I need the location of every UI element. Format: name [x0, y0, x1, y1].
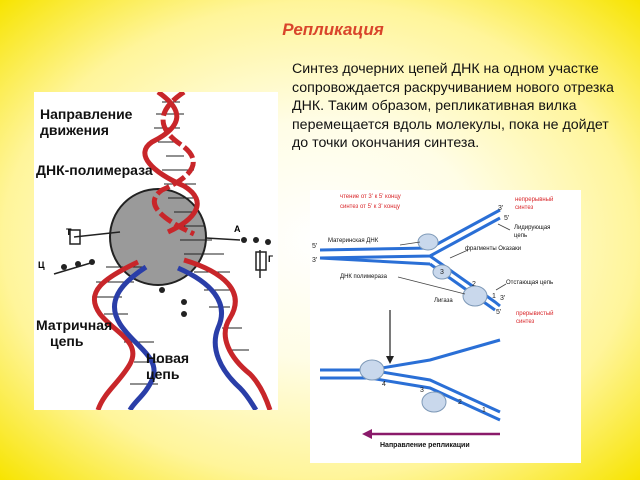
- base-letter-t: Т: [66, 227, 72, 237]
- slide-title: Репликация: [282, 20, 384, 39]
- ligase-label: Лигаза: [434, 298, 453, 304]
- synth-5-3-label: синтез от 5' к 3' концу: [340, 204, 400, 210]
- end-3-left: 3': [312, 257, 317, 264]
- discontinuous-label: прерывистый синтез: [516, 310, 554, 326]
- helicase-enzyme-bottom: [359, 359, 385, 381]
- continuous-line2: синтез: [515, 205, 534, 211]
- template-label-line1: Матричная: [36, 317, 113, 333]
- fragment-numbers: 3 2 1 4 3 2 1: [382, 269, 496, 414]
- helicase-enzyme: [417, 233, 439, 251]
- end-5-left: 5': [312, 243, 317, 250]
- polymerase-enzyme-top: [462, 285, 488, 307]
- direction-label-line1: Направление: [40, 106, 133, 122]
- num-1-bottom: 1: [482, 407, 486, 414]
- new-strand-label: Новая цепь: [146, 350, 189, 382]
- fork-drawing: 3' 5' 5' 3' 3' 5' 3 2 1 4 3 2 1: [312, 205, 511, 439]
- end-3-mid: 3': [500, 295, 505, 302]
- leader-lines: [397, 223, 511, 295]
- strand-ends: 3' 5' 5' 3' 3' 5': [312, 205, 509, 316]
- leading-line2: цепь: [514, 233, 528, 239]
- template-label-line2: цепь: [50, 333, 84, 349]
- polymerase-enzyme: [109, 188, 207, 286]
- helix-drawing: Т А Ц Г: [38, 89, 273, 412]
- replication-fork-diagram: 3' 5' 5' 3' 3' 5' 3 2 1 4 3 2 1 чтение о…: [310, 190, 581, 463]
- parent-dna-label: Материнская ДНК: [328, 238, 379, 244]
- template-strand-label: Матричная цепь: [36, 317, 112, 349]
- fork-bottom-strands: [320, 338, 501, 422]
- ligase-enzyme: [432, 264, 452, 280]
- direction-label-line2: движения: [40, 122, 109, 138]
- slide-body-text: Синтез дочерних цепей ДНК на одном участ…: [292, 61, 614, 151]
- polymerase-enzyme-bottom: [421, 391, 447, 413]
- base-letter-ts: Ц: [38, 260, 45, 270]
- template-strand-left: [92, 259, 140, 411]
- template-strand-right: [183, 257, 273, 411]
- discontinuous-line2: синтез: [516, 319, 535, 325]
- discontinuous-line1: прерывистый: [516, 311, 554, 317]
- num-2-top: 2: [472, 281, 476, 288]
- fork-top-strands: [319, 208, 501, 312]
- new-strand-left: [112, 264, 157, 412]
- base-letter-a: А: [234, 224, 241, 234]
- template-strand-upper-b: [151, 89, 196, 237]
- end-5-mid: 5': [496, 309, 501, 316]
- down-arrow-head: [386, 356, 394, 364]
- num-4-bottom: 4: [382, 381, 386, 388]
- polymerase-label-right: ДНК полимераза: [340, 274, 388, 280]
- base-pair-rungs: [92, 101, 249, 385]
- base-letter-g: Г: [268, 254, 273, 264]
- new-label-line2: цепь: [146, 366, 180, 382]
- lagging-strand-label: Отстающая цепь: [506, 280, 554, 286]
- replication-direction-label: Направление репликации: [380, 442, 470, 449]
- new-strand-right: [176, 265, 259, 412]
- direction-label: Направление движения: [40, 106, 132, 138]
- direction-arrow-head: [362, 429, 372, 439]
- num-3-top: 3: [440, 269, 444, 276]
- continuous-synth-label: непрерывный синтез: [515, 196, 553, 212]
- template-strand-upper-a: [142, 89, 200, 235]
- num-2-bottom: 2: [458, 399, 462, 406]
- continuous-line1: непрерывный: [515, 197, 554, 203]
- leading-line1: Лидирующая: [514, 225, 551, 231]
- nucleotide-sticks: [53, 229, 267, 278]
- new-label-line1: Новая: [146, 350, 190, 366]
- polymerase-label: ДНК-полимераза: [36, 162, 153, 178]
- leading-strand-label: Лидирующая цепь: [514, 224, 550, 240]
- dna-helix-diagram: Т А Ц Г Направление движения ДНК-полимер…: [34, 89, 278, 412]
- num-3-bottom: 3: [420, 387, 424, 394]
- okazaki-label: фрагменты Оказаки: [465, 246, 522, 252]
- end-3-top: 3': [498, 205, 503, 212]
- end-5-top: 5': [504, 215, 509, 222]
- read-3-5-label: чтение от 3' к 5' концу: [340, 194, 401, 200]
- num-1-top: 1: [492, 293, 496, 300]
